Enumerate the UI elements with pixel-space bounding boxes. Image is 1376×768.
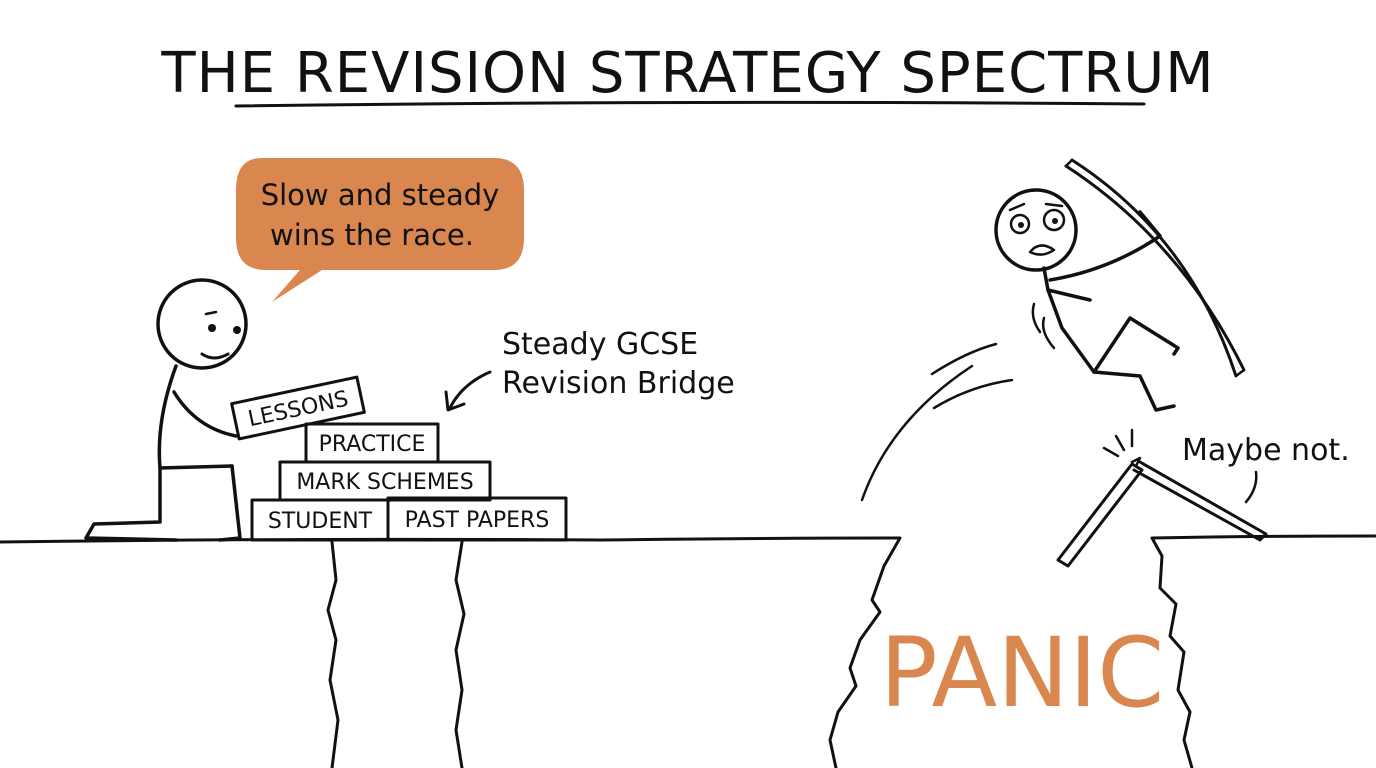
svg-text:PAST PAPERS: PAST PAPERS [405,508,550,533]
vaulter-head [994,188,1078,272]
right-cliff [1150,534,1376,768]
svg-text:STUDENT: STUDENT [268,509,373,534]
bridge-annotation: Steady GCSE Revision Bridge [444,327,735,412]
speech-line-2: wins the race. [270,218,474,252]
student-head [156,278,248,370]
vault-pole [1064,164,1246,372]
bridge-label-line-1: Steady GCSE [502,327,698,362]
brick-past-papers: PAST PAPERS [386,496,568,542]
speech-bubble: Slow and steady wins the race. [236,158,524,302]
student-back-leg [84,466,178,542]
panicked-vaulter-figure [860,158,1246,502]
svg-text:PRACTICE: PRACTICE [319,432,426,457]
caption-pointer [1244,470,1258,504]
ground-crack-1 [326,540,340,768]
jump-arc [860,364,974,502]
kneeling-student-figure [84,278,248,542]
ground-crack-2 [454,540,466,768]
bridge-label-line-2: Revision Bridge [502,366,735,401]
vaulter-mouth [1028,244,1056,256]
vaulter-eye-right [1042,208,1066,232]
broken-pole [1056,428,1268,568]
brick-bridge: LESSONS PRACTICE MARK SCHEMES STUDENT PA… [230,375,568,542]
speech-line-1: Slow and steady [261,178,500,212]
right-cliff-edge [1150,534,1376,768]
left-cliff [0,536,902,768]
svg-text:MARK SCHEMES: MARK SCHEMES [296,470,473,495]
motion-line [1031,302,1042,334]
student-arm [172,390,238,438]
vaulter-leg-2 [1092,370,1176,412]
brick-practice: PRACTICE [304,422,440,464]
speech-bubble-shape [236,158,524,302]
student-torso [157,364,234,470]
student-smile [200,352,230,360]
brick-mark-schemes: MARK SCHEMES [278,460,492,502]
vaulter-arms [1048,210,1162,282]
student-eye-left [208,324,216,332]
brick-student: STUDENT [250,498,390,542]
chasm-label: PANIC [880,617,1165,729]
student-front-leg [218,464,242,542]
brick-lessons: LESSONS [230,375,366,441]
annotation-arrow-icon [448,370,492,410]
vaulter-eye-left [1009,213,1031,235]
snap-line [1102,446,1120,458]
page-title: THE REVISION STRATEGY SPECTRUM [160,41,1214,106]
broken-pole-caption: Maybe not. [1182,433,1350,468]
broken-pole-upper [1132,460,1268,542]
vaulter-leg-1 [1046,288,1180,374]
left-cliff-edge [0,536,902,768]
broken-pole-lower [1056,462,1144,568]
student-eye-right [233,326,241,334]
title-underline [234,100,1146,108]
